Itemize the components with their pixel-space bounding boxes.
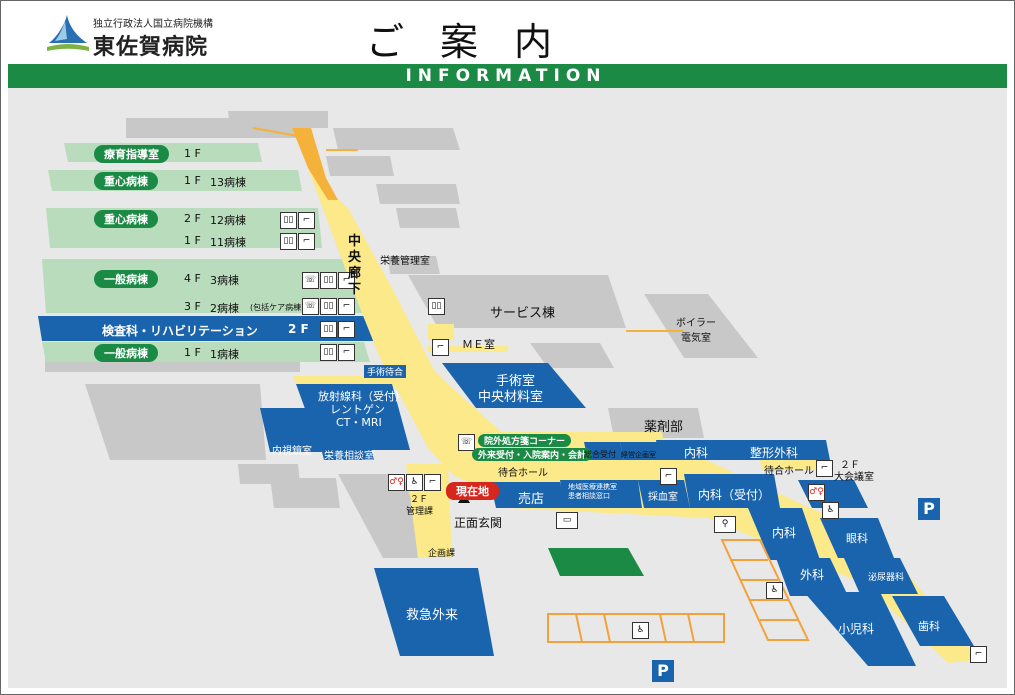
- bus-icon: ▭: [556, 512, 578, 529]
- block-boiler: [644, 294, 758, 358]
- stairs-icon: ⌐: [298, 212, 315, 229]
- wheelchair-icon: ♿: [766, 582, 783, 599]
- block-top-6: [396, 208, 460, 228]
- block-left-1: [85, 384, 266, 460]
- block-mid-2: [608, 408, 704, 438]
- lawn: [548, 548, 644, 576]
- dept-naika: [656, 440, 752, 460]
- dept-sogo: [584, 442, 624, 460]
- banner-text: INFORMATION: [386, 64, 626, 88]
- elevator-icon: ▯▯: [320, 298, 337, 315]
- dept-kyukyu: [374, 568, 494, 656]
- stairs-icon: ⌐: [298, 233, 315, 250]
- block-top-5: [376, 184, 460, 204]
- corridor-branch-waiting2: [760, 460, 820, 470]
- label-ryoiku: 療育指導室: [94, 145, 169, 163]
- dept-geka: [776, 558, 848, 596]
- stairs-icon: ⌐: [338, 272, 355, 289]
- stairs-icon: ⌐: [660, 468, 677, 485]
- hospital-logo: [47, 15, 89, 51]
- parking-bottom: [547, 613, 725, 643]
- dept-shonika: [804, 592, 916, 666]
- page-title: ご案内: [366, 20, 589, 64]
- block-service: [408, 275, 626, 328]
- label-jushin-2f: 重心病棟: [94, 210, 158, 228]
- dept-ganka: [820, 518, 894, 558]
- dept-hoshasen: [296, 384, 410, 450]
- stairs-icon: ⌐: [816, 460, 833, 477]
- label-ippan-4f: 一般病棟: [94, 270, 158, 288]
- dept-saiketsu: [638, 480, 690, 508]
- elevator-icon: ▯▯: [320, 272, 337, 289]
- parking-icon-bottom: P: [652, 660, 674, 682]
- top-connector-1: [252, 127, 299, 137]
- toilet-icon: ♂♀: [808, 484, 825, 501]
- label-ippan-1f: 一般病棟: [94, 344, 158, 362]
- label-jushin-1f: 重心病棟: [94, 172, 158, 190]
- bicycle-icon: ⚲: [714, 516, 736, 533]
- stairs-icon: ⌐: [338, 298, 355, 315]
- wheelchair-icon: ♿: [822, 502, 839, 519]
- stairs-icon: ⌐: [424, 474, 441, 491]
- dept-keiei: [620, 442, 662, 460]
- dept-seikei: [744, 440, 830, 460]
- dept-hinyoki: [844, 558, 918, 594]
- wheelchair-icon: ♿: [632, 622, 649, 639]
- map-shapes: [38, 111, 978, 666]
- dept-shujutsu: [442, 363, 586, 408]
- block-left-3: [270, 478, 340, 508]
- hospital-name: 東佐賀病院: [93, 35, 209, 60]
- phone-icon: ☏: [302, 298, 319, 315]
- parking-right: [720, 539, 810, 641]
- organization-name: 独立行政法人国立病院機構: [93, 19, 213, 30]
- wheelchair-icon: ♿: [406, 474, 423, 491]
- phone-icon: ☏: [458, 434, 475, 451]
- you-are-here: 現在地: [446, 482, 499, 500]
- block-left-4: [338, 474, 430, 558]
- label-kensa: 検査科・リハビリテーション: [102, 324, 258, 338]
- elevator-icon: ▯▯: [320, 344, 337, 361]
- elevator-icon: ▯▯: [428, 298, 445, 315]
- corridor-branch-service: [428, 324, 454, 340]
- floor-map: 療育指導室 1 F 重心病棟 1 F 13病棟 重心病棟 2 F 12病棟 1 …: [8, 88, 1007, 688]
- wing-jushin1: [48, 170, 302, 191]
- stairs-icon: ⌐: [432, 339, 449, 356]
- dept-chiiki: [560, 480, 642, 508]
- stairs-icon: ⌐: [970, 646, 987, 663]
- parking-icon-right: P: [918, 498, 940, 520]
- elevator-icon: ▯▯: [280, 233, 297, 250]
- corridor-orange: [292, 128, 338, 200]
- block-top-2: [126, 118, 302, 138]
- toilet-icon: ♂♀: [388, 474, 405, 491]
- label-corridor: 中央廊下: [348, 234, 362, 297]
- block-top-3: [333, 128, 460, 150]
- phone-icon: ☏: [302, 272, 319, 289]
- block-mid-1: [530, 343, 614, 368]
- stairs-icon: ⌐: [338, 321, 355, 338]
- wing-kensa: [38, 316, 374, 341]
- elevator-icon: ▯▯: [280, 212, 297, 229]
- block-top-4: [326, 156, 394, 176]
- elevator-icon: ▯▯: [320, 321, 337, 338]
- block-service-2: [388, 256, 440, 274]
- dept-baiten: [490, 482, 566, 508]
- dept-naika-uke: [684, 474, 780, 508]
- stairs-icon: ⌐: [338, 344, 355, 361]
- dept-naishikyo: [260, 408, 322, 452]
- dept-shika: [892, 596, 974, 646]
- dept-eiyo-sodan: [320, 444, 374, 460]
- dept-naika2: [748, 508, 820, 560]
